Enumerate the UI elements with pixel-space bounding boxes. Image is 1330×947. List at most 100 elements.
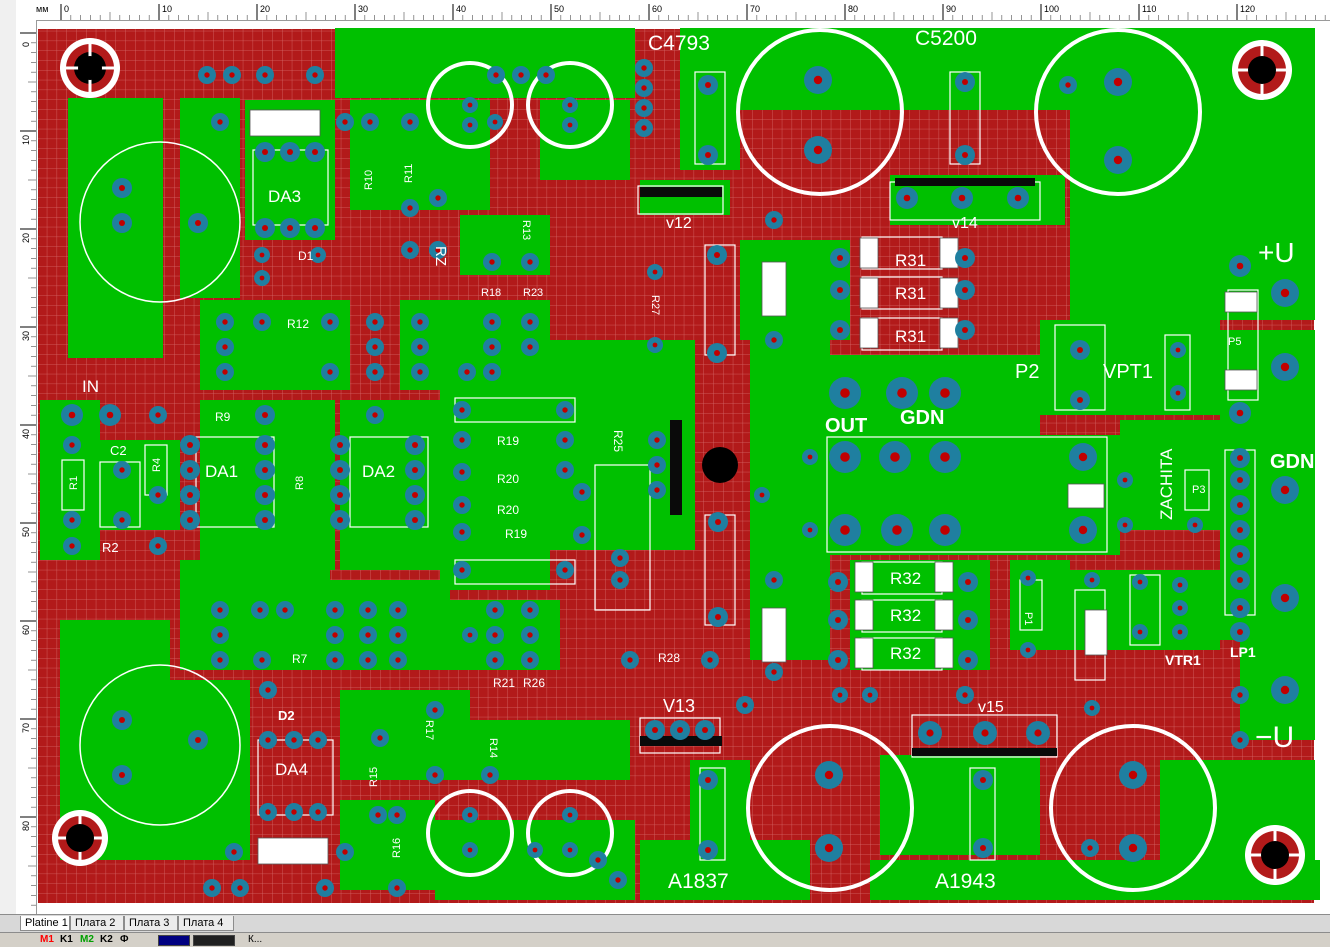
- pad-drill: [459, 437, 465, 443]
- label-r23: R23: [523, 287, 543, 299]
- pad-drill: [332, 632, 338, 638]
- layer-f[interactable]: Ф: [120, 934, 129, 945]
- pad-drill: [489, 319, 495, 325]
- sheet-tab-bar: Platine 1 Плата 2 Плата 3 Плата 4: [0, 914, 1330, 933]
- pad-drill: [435, 247, 441, 253]
- pad-drill: [459, 407, 465, 413]
- pcb-canvas[interactable]: C4793 C5200 A1837 A1943 +U −U GDN GDN OU…: [36, 21, 1330, 914]
- pad-drill: [527, 657, 533, 663]
- pad-drill: [262, 517, 268, 523]
- pad-drill: [1237, 455, 1243, 461]
- label-p1: P1: [1022, 612, 1034, 625]
- pad-drill: [567, 812, 573, 818]
- pad-drill: [835, 617, 841, 623]
- layer-k2[interactable]: K2: [100, 934, 113, 945]
- ruler-tick-label: 30: [358, 4, 368, 14]
- pad-drill: [1078, 525, 1088, 535]
- label-vpt1: VPT1: [1103, 361, 1153, 383]
- pad-drill: [890, 452, 900, 462]
- pad-drill: [119, 517, 125, 523]
- pad-drill: [493, 72, 499, 78]
- pad-drill: [813, 145, 823, 155]
- label-da3: DA3: [268, 187, 301, 206]
- pad-drill: [412, 517, 418, 523]
- pad-drill: [1077, 397, 1083, 403]
- pad-drill: [965, 579, 971, 585]
- pad-drill: [840, 525, 850, 535]
- pad-drill: [1192, 522, 1198, 528]
- mounting-holes: [52, 38, 1305, 885]
- pad-drill: [394, 812, 400, 818]
- label-r1: R1: [68, 476, 80, 490]
- pad-drill: [217, 632, 223, 638]
- label-r32a: R32: [890, 569, 921, 588]
- label-p3: P3: [1192, 484, 1205, 496]
- pad-drill: [119, 467, 125, 473]
- pad-drill: [705, 82, 711, 88]
- pad-drill: [518, 72, 524, 78]
- ruler-tick-label: 0: [64, 4, 69, 14]
- pad-drill: [714, 252, 720, 258]
- label-r25: R25: [611, 430, 625, 452]
- pad-drill: [1137, 629, 1143, 635]
- pad-drill: [527, 344, 533, 350]
- color-swatch-2[interactable]: [193, 935, 235, 946]
- layer-k1[interactable]: K1: [60, 934, 73, 945]
- label-r29: R29: [767, 270, 779, 290]
- pad-drill: [312, 225, 318, 231]
- label-plus-u: +U: [1258, 237, 1295, 268]
- pad-drill: [337, 442, 343, 448]
- ruler-unit-label: мм: [36, 4, 49, 14]
- label-v12: v12: [666, 215, 692, 232]
- tab-platine-1[interactable]: Platine 1: [20, 916, 70, 931]
- pad-drill: [217, 607, 223, 613]
- pad-drill: [365, 657, 371, 663]
- pad-drill: [543, 72, 549, 78]
- pad-drill: [652, 269, 658, 275]
- pad-drill: [231, 849, 237, 855]
- pad-drill: [155, 543, 161, 549]
- label-da2: DA2: [362, 462, 395, 481]
- pad-drill: [435, 195, 441, 201]
- pad-drill: [715, 519, 721, 525]
- color-swatch[interactable]: [158, 935, 190, 946]
- pad-drill: [259, 252, 265, 258]
- label-d2: D2: [278, 708, 295, 723]
- pad-drill: [412, 442, 418, 448]
- pad-drill: [262, 467, 268, 473]
- label-r9: R9: [215, 410, 231, 424]
- pad-drill: [835, 579, 841, 585]
- pad-drill: [771, 217, 777, 223]
- pad-drill: [327, 369, 333, 375]
- layer-m2[interactable]: M2: [80, 934, 94, 945]
- pad-drill: [367, 119, 373, 125]
- pad-drill: [1087, 845, 1093, 851]
- layer-m1[interactable]: M1: [40, 934, 54, 945]
- pad-drill: [1237, 605, 1243, 611]
- tab-plata-3[interactable]: Плата 3: [124, 916, 178, 931]
- pad-drill: [617, 577, 623, 583]
- label-lp1: LP1: [1230, 644, 1256, 660]
- pad-drill: [467, 102, 473, 108]
- tab-plata-2[interactable]: Плата 2: [70, 916, 124, 931]
- label-r21: R21: [493, 676, 515, 690]
- pad-drill: [259, 319, 265, 325]
- pad-drill: [579, 489, 585, 495]
- pad-drill: [187, 492, 193, 498]
- pad-layer: [61, 59, 1299, 897]
- pad-drill: [217, 657, 223, 663]
- pad-drill: [187, 467, 193, 473]
- pad-drill: [106, 411, 114, 419]
- pad-drill: [262, 412, 268, 418]
- pad-drill: [287, 149, 293, 155]
- pad-drill: [1122, 477, 1128, 483]
- pad-drill: [1122, 522, 1128, 528]
- pad-drill: [492, 607, 498, 613]
- pad-drill: [962, 287, 968, 293]
- pad-drill: [287, 225, 293, 231]
- pad-drill: [1078, 452, 1088, 462]
- label-p4: P4: [1087, 630, 1099, 643]
- tab-plata-4[interactable]: Плата 4: [178, 916, 234, 931]
- label-in: IN: [82, 377, 99, 396]
